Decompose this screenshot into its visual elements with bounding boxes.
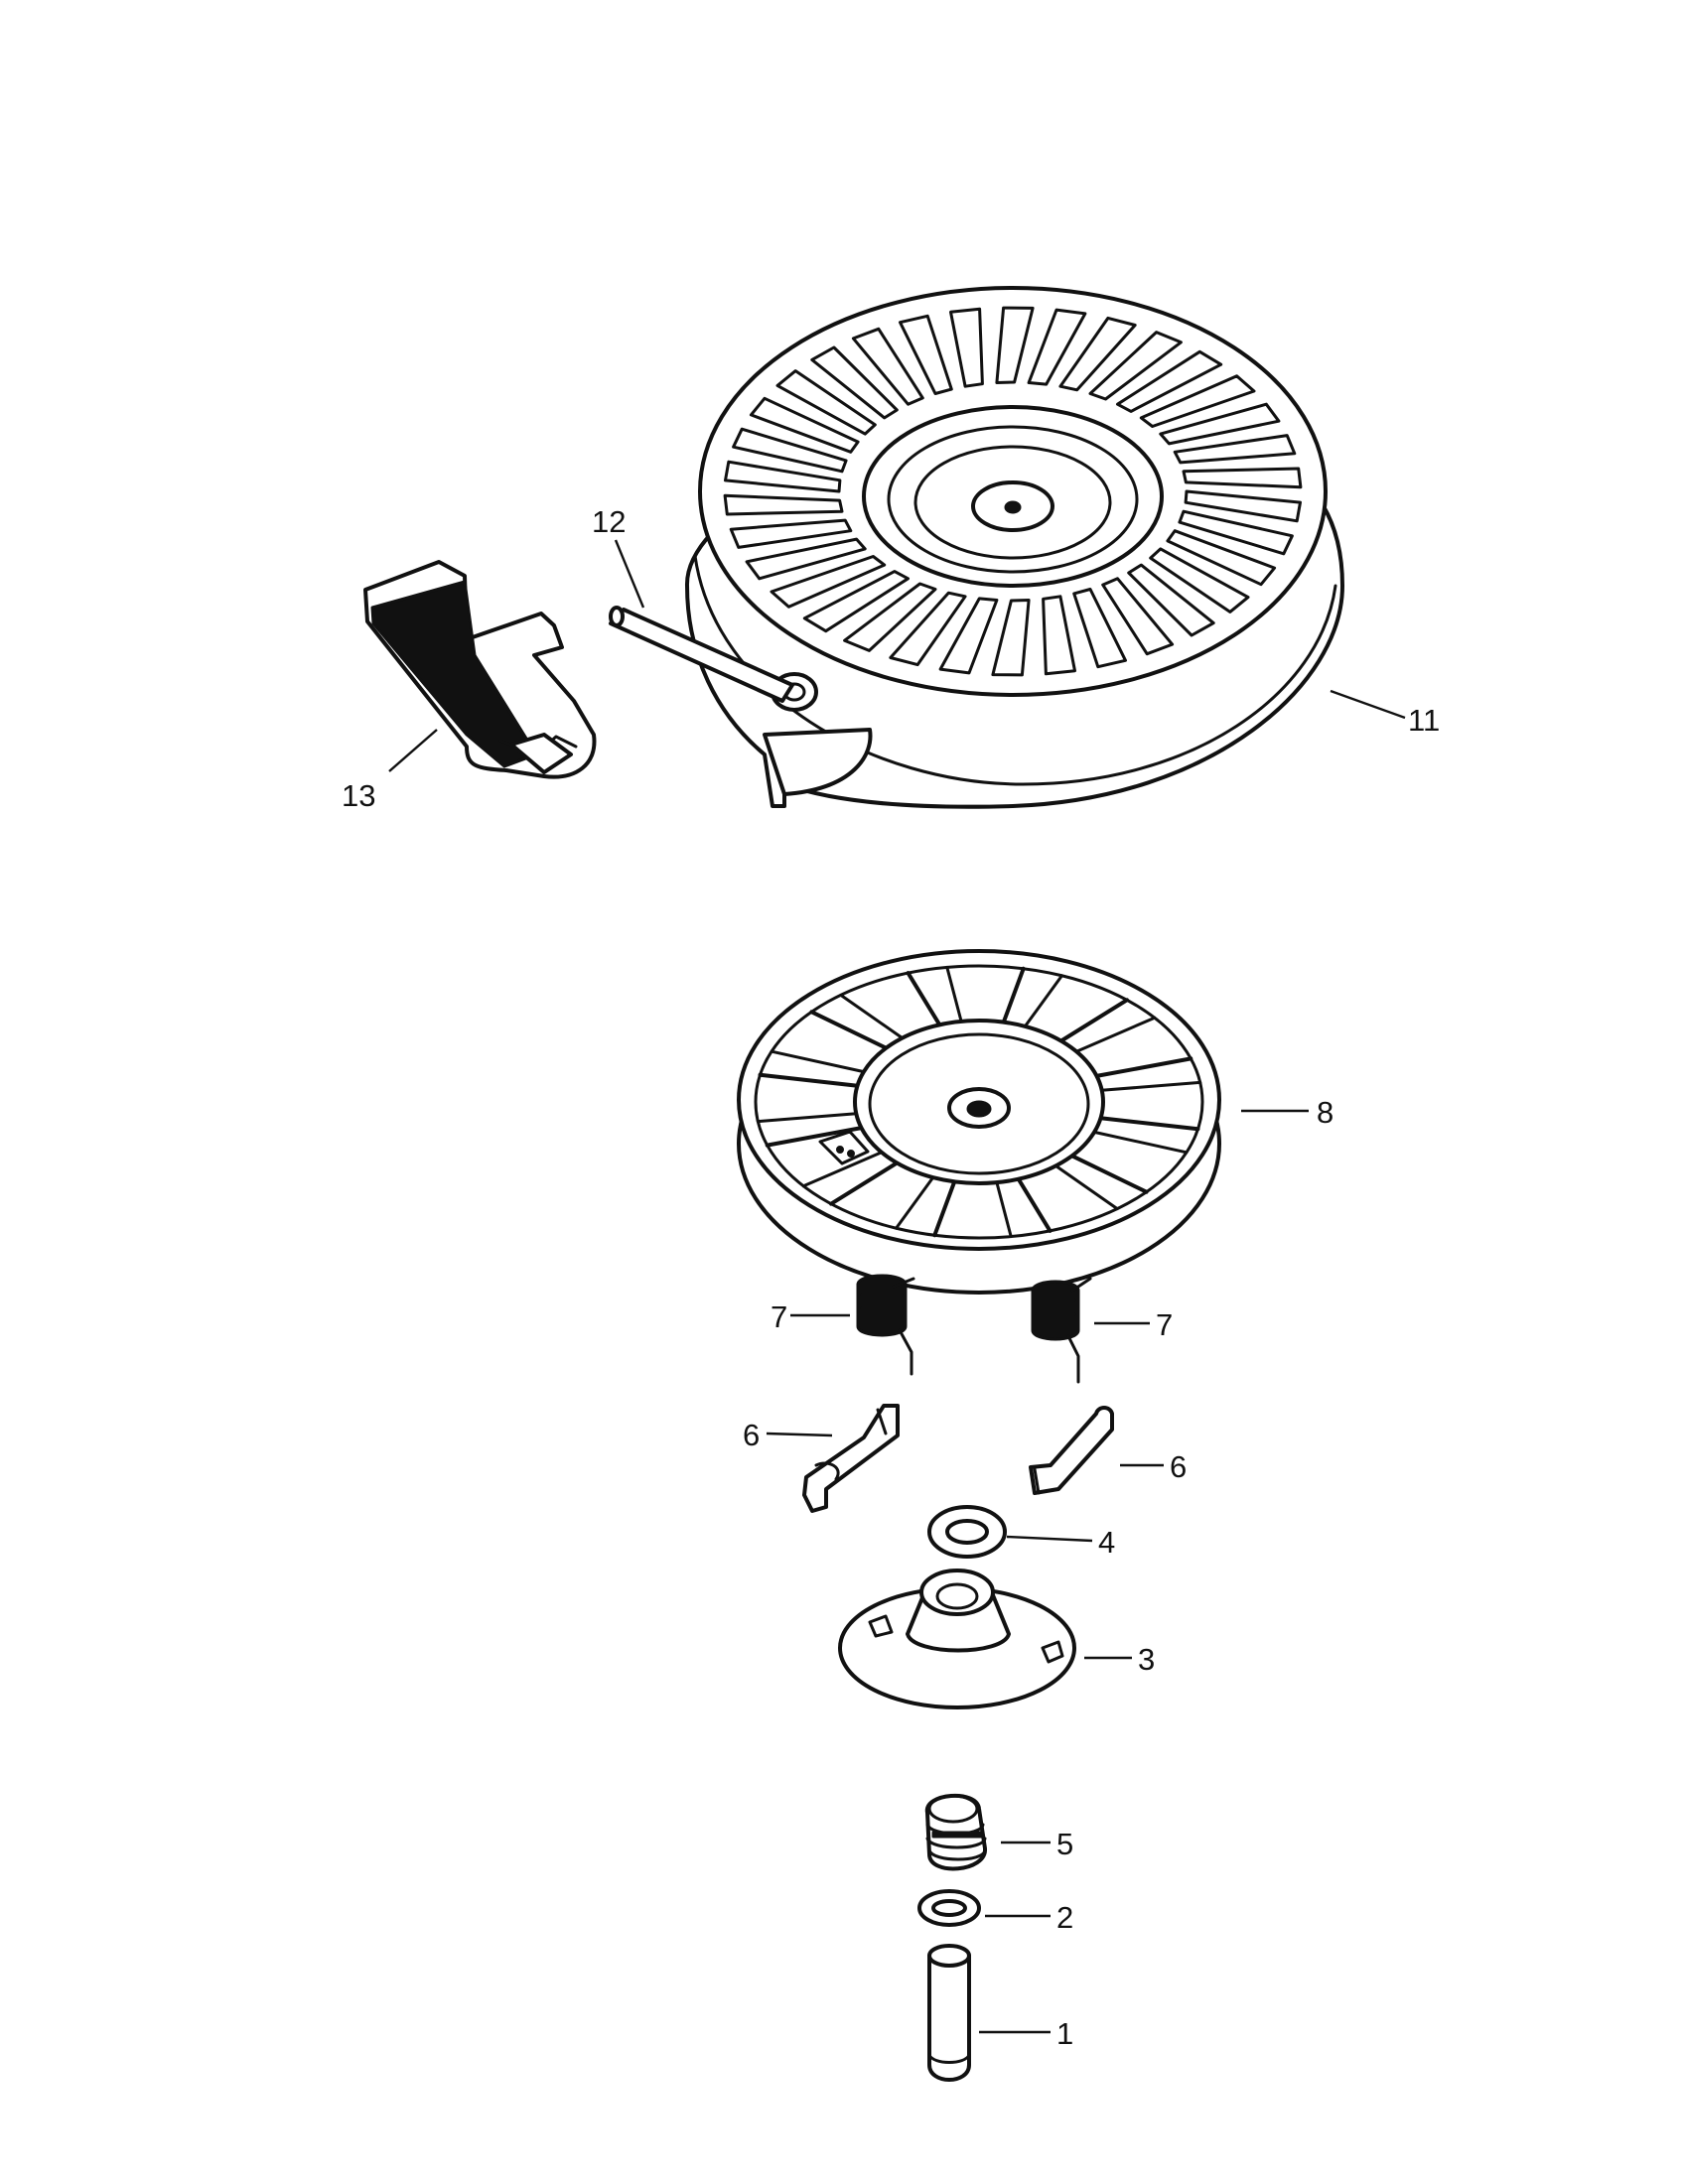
vent-slot: [1139, 374, 1256, 428]
leader-6a: [766, 1432, 833, 1437]
part-3-retainer-plate: [838, 1569, 1076, 1709]
pulley-spoke-edge: [1074, 1016, 1157, 1053]
part-number-labels: 11 12 13 8 7 7 6 6 4 3 5 2 1: [342, 504, 1440, 2051]
part-6-pawl-right: [1029, 1406, 1114, 1495]
vent-slot: [938, 597, 999, 675]
pulley-spoke: [809, 1010, 889, 1050]
pulley-spoke-edge: [801, 1151, 884, 1188]
pulley-spoke: [1016, 1176, 1052, 1233]
part-6-pawl-left: [802, 1404, 900, 1513]
pulley-spoke: [1094, 1056, 1193, 1078]
pulley-spoke: [1001, 966, 1026, 1024]
part-4-washer: [927, 1505, 1007, 1559]
vent-slot: [729, 518, 853, 549]
leader-13: [388, 729, 438, 772]
leader-11: [1330, 689, 1406, 720]
part-label: 7: [771, 1299, 787, 1334]
vent-slot: [1058, 316, 1137, 392]
vent-slot: [724, 460, 842, 493]
vent-slot: [745, 537, 867, 581]
pulley-spoke-edge: [1023, 974, 1063, 1028]
vent-slot: [1159, 402, 1281, 446]
vent-slot: [949, 307, 984, 388]
part-1-center-shaft: [927, 1944, 971, 2082]
pulley-spoke: [906, 971, 942, 1027]
pulley-spoke-edge: [1100, 1080, 1202, 1092]
vent-slot: [1178, 509, 1294, 556]
vent-slot: [1088, 331, 1183, 401]
part-7-pawl-spring-right: [1031, 1277, 1092, 1384]
pulley-spoke: [758, 1072, 860, 1088]
pulley-spoke-edge: [756, 1112, 858, 1124]
vent-slot: [843, 582, 937, 652]
leader-4: [1006, 1535, 1093, 1543]
vent-slot: [1101, 577, 1175, 656]
vent-slot: [723, 493, 844, 516]
part-label: 8: [1317, 1095, 1333, 1130]
vent-slot: [1149, 547, 1250, 614]
leader-12: [614, 539, 645, 609]
pulley-spoke-edge: [1092, 1130, 1189, 1155]
part-8-rope-pulley: [737, 949, 1221, 1295]
pulley-spoke-edge: [895, 1175, 935, 1230]
vent-slot: [995, 306, 1035, 384]
pulley-spoke-edge: [1053, 1163, 1119, 1211]
part-label: 12: [592, 504, 626, 539]
vent-slot: [1173, 434, 1297, 465]
pulley-spoke: [1058, 998, 1129, 1043]
pulley-spoke-edge: [839, 993, 905, 1040]
vent-slot: [1184, 489, 1302, 523]
vent-slot: [1166, 529, 1277, 587]
part-5-main-spring: [924, 1794, 987, 1871]
pulley-spoke: [1098, 1116, 1200, 1132]
part-2-washer: [917, 1889, 981, 1927]
part-label: 3: [1138, 1642, 1155, 1677]
vent-slot: [1127, 563, 1215, 637]
vent-slot: [732, 427, 848, 474]
part-11-starter-housing: [684, 286, 1344, 809]
part-label: 7: [1156, 1307, 1173, 1342]
vent-slot: [1182, 467, 1303, 489]
part-label: 1: [1056, 2016, 1073, 2051]
vent-slot: [851, 327, 924, 406]
part-7-pawl-spring-left: [856, 1274, 915, 1376]
vent-slot: [889, 591, 967, 667]
part-label: 5: [1056, 1827, 1073, 1861]
vent-slot: [1072, 588, 1127, 669]
vent-slot: [749, 396, 860, 454]
pulley-spoke: [765, 1126, 864, 1148]
pulley-spoke-edge: [945, 965, 963, 1024]
part-label: 6: [743, 1418, 760, 1452]
part-label: 13: [342, 778, 375, 813]
vent-slot: [899, 314, 953, 395]
vent-slot: [775, 369, 877, 436]
leader-lines: [388, 539, 1406, 2034]
vent-slot: [770, 555, 887, 609]
part-label: 11: [1408, 703, 1440, 738]
pulley-spoke: [829, 1160, 900, 1206]
part-label: 2: [1056, 1900, 1073, 1935]
vent-slot: [1042, 595, 1076, 676]
part-12-starter-rope: [609, 606, 794, 703]
vent-slot: [1116, 349, 1223, 413]
part-13-starter-handle: [363, 560, 597, 779]
vent-slot: [1027, 308, 1087, 386]
part-label: 6: [1170, 1449, 1187, 1484]
pulley-spoke-edge: [995, 1180, 1013, 1239]
vent-slot: [802, 570, 910, 633]
pulley-spoke: [1069, 1154, 1149, 1194]
part-label: 4: [1098, 1525, 1115, 1560]
vent-slot: [991, 599, 1031, 677]
pulley-spoke-edge: [770, 1049, 866, 1074]
pulley-spoke: [932, 1179, 957, 1238]
vent-slot: [810, 345, 899, 420]
